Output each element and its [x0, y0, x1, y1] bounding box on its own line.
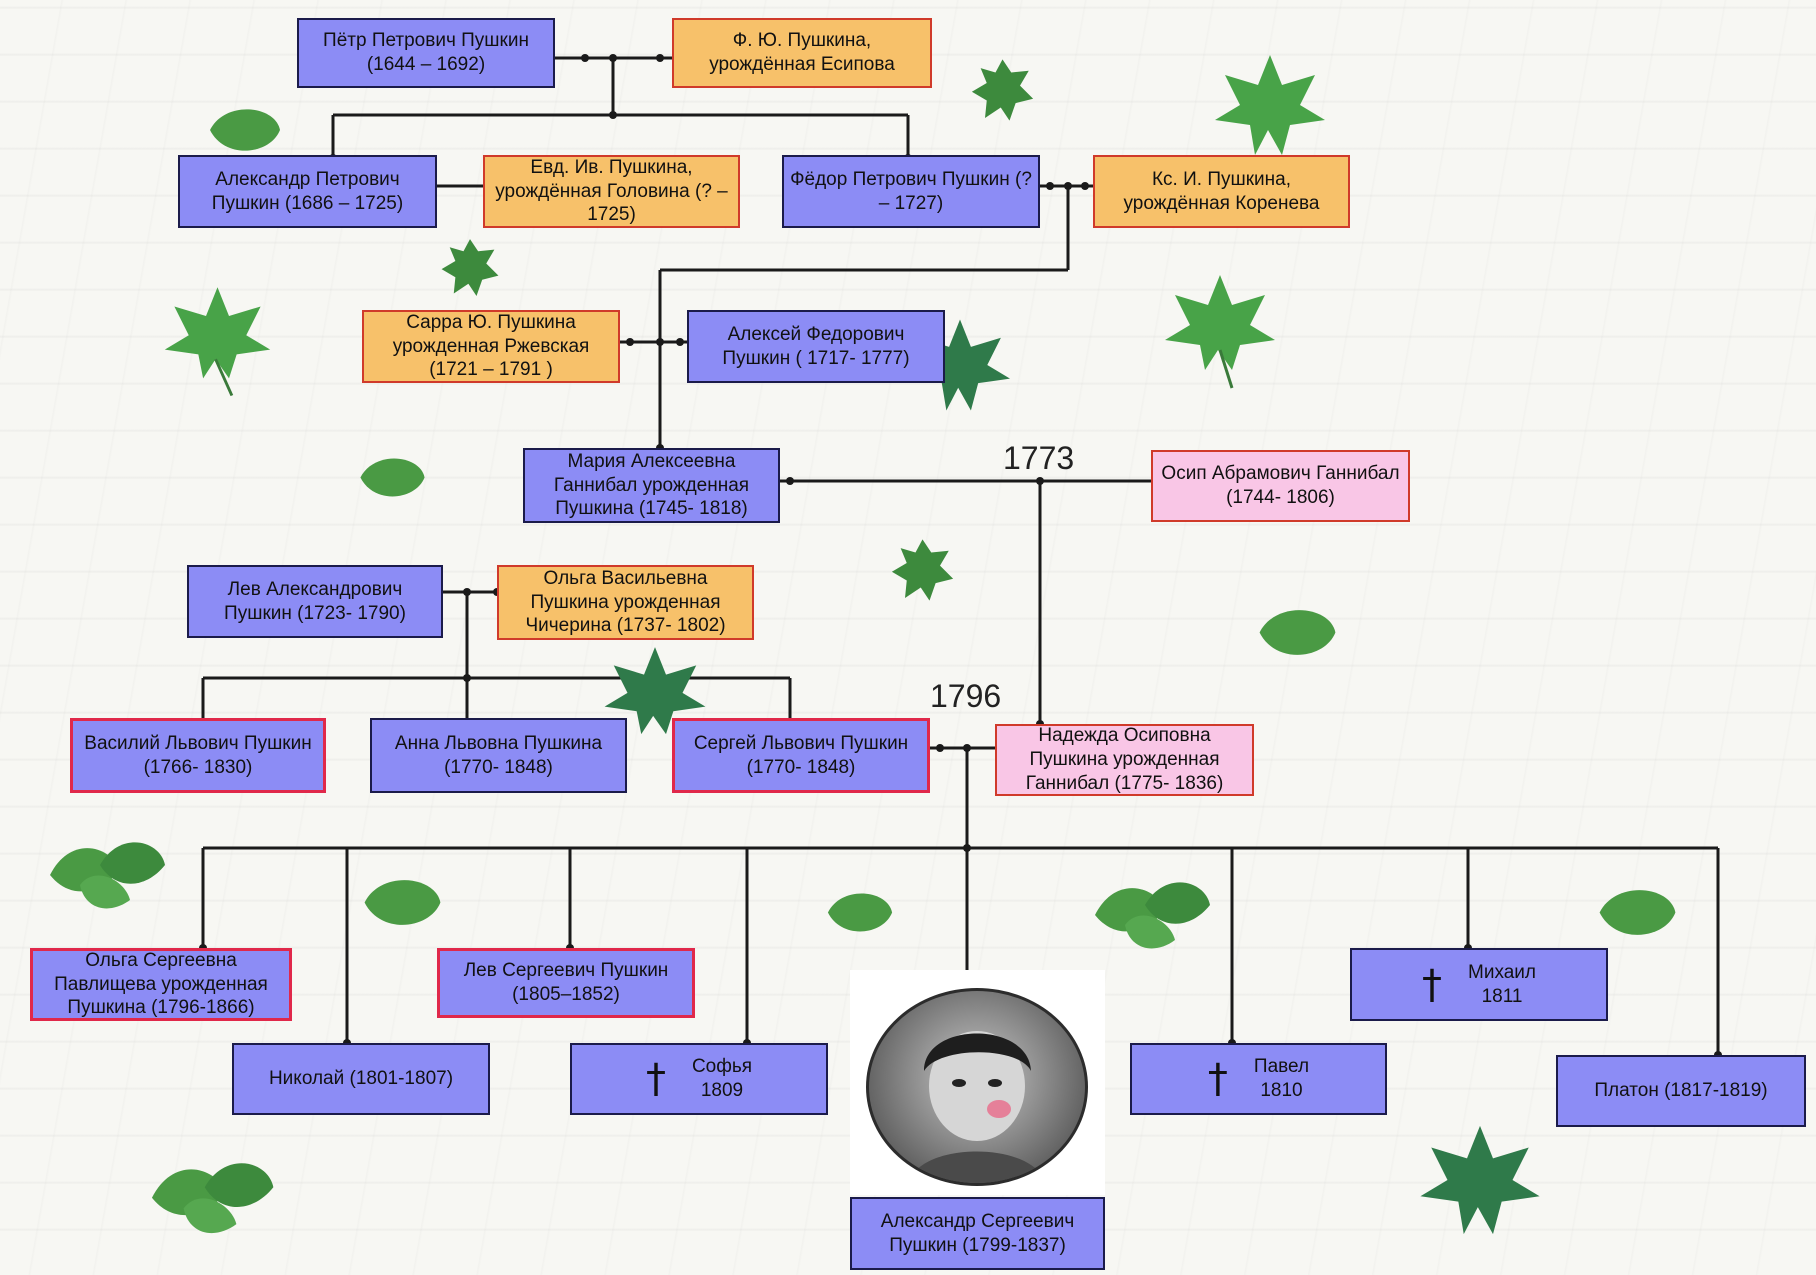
oak-leaf-icon: [971, 59, 1034, 121]
person-evd-iv-pushkina: Евд. Ив. Пушкина, урождённая Головина (?…: [483, 155, 740, 228]
leaf-icon: [210, 109, 280, 151]
portrait-figure-icon: [909, 1031, 1045, 1183]
person-sergei-lvovich: Сергей Львович Пушкин (1770- 1848): [672, 718, 930, 793]
maple-leaf-icon: [604, 647, 706, 735]
person-ks-i-pushkina: Кс. И. Пушкина, урождённая Коренева: [1093, 155, 1350, 228]
leaf-cluster-icon: [151, 1163, 274, 1234]
person-label: Осип Абрамович Ганнибал (1744- 1806): [1161, 463, 1400, 508]
person-label: Кс. И. Пушкина, урождённая Коренева: [1123, 168, 1320, 214]
person-aleksei-fedorovich: Алексей Федорович Пушкин ( 1717- 1777): [687, 310, 945, 383]
person-fedor-petrovich: Фёдор Петрович Пушкин (? – 1727): [782, 155, 1040, 228]
person-year: 1810: [1260, 1080, 1303, 1101]
leaf-icon: [827, 893, 893, 932]
person-name: Софья: [691, 1056, 753, 1078]
person-lev-aleksandrovich: Лев Александрович Пушкин (1723- 1790): [187, 565, 443, 638]
person-aleksandr-petrovich: Александр Петрович Пушкин (1686 – 1725): [178, 155, 437, 228]
person-label: Пётр Петрович Пушкин (1644 – 1692): [323, 30, 529, 75]
cross-icon: †: [1207, 1056, 1228, 1102]
person-label: Ф. Ю. Пушкина, урождённая Есипова: [709, 30, 895, 75]
person-label: Ольга Сергеевна Павлищева урожденная Пуш…: [54, 949, 268, 1019]
cross-icon: †: [1422, 961, 1442, 1008]
person-label: Сергей Львович Пушкин (1770- 1848): [693, 732, 909, 778]
person-nadezhda-osipovna: Надежда Осиповна Пушкина урожденная Ганн…: [995, 724, 1254, 796]
person-lev-sergeevich: Лев Сергеевич Пушкин (1805–1852): [437, 948, 695, 1018]
person-label: Сарра Ю. Пушкина урожденная Ржевская (17…: [392, 311, 590, 381]
marriage-year-1773: 1773: [1003, 440, 1075, 476]
person-label: Ольга Васильевна Пушкина урожденная Чиче…: [525, 567, 726, 637]
person-label: Евд. Ив. Пушкина, урождённая Головина (?…: [495, 156, 728, 226]
person-sarra-yu-pushkina: Сарра Ю. Пушкина урожденная Ржевская (17…: [362, 310, 620, 383]
person-olga-sergeevna: Ольга Сергеевна Павлищева урожденная Пуш…: [30, 948, 292, 1021]
cross-icon: †: [645, 1056, 666, 1102]
portrait-oval: [866, 988, 1088, 1186]
person-olga-vasilievna: Ольга Васильевна Пушкина урожденная Чиче…: [497, 565, 754, 640]
maple-leaf-icon: [1420, 1125, 1540, 1235]
person-year: 1811: [1481, 985, 1523, 1007]
person-label: Алексей Федорович Пушкин ( 1717- 1777): [722, 323, 910, 369]
leaf-icon: [1259, 610, 1336, 655]
maple-leaf-icon: [1165, 275, 1275, 389]
maple-leaf-icon: [910, 319, 1010, 411]
person-label: Платон (1817-1819): [1594, 1080, 1768, 1102]
person-platon: Платон (1817-1819): [1556, 1055, 1806, 1127]
leaf-icon: [1599, 890, 1676, 935]
person-label: Николай (1801-1807): [268, 1068, 454, 1090]
leaf-icon: [360, 458, 425, 497]
person-label: Мария Алексеевна Ганнибал урожденная Пуш…: [553, 450, 750, 520]
portrait-image: [850, 970, 1105, 1195]
person-anna-lvovna: Анна Львовна Пушкина (1770- 1848): [370, 718, 627, 793]
person-name: Павел: [1253, 1056, 1310, 1078]
person-maria-alekseevna: Мария Алексеевна Ганнибал урожденная Пуш…: [523, 448, 780, 523]
person-label: Александр Сергеевич Пушкин (1799-1837): [880, 1210, 1075, 1256]
person-name: Михаил: [1468, 961, 1536, 983]
leaf-cluster-icon: [1095, 882, 1210, 949]
leaf-icon: [364, 880, 441, 925]
person-year: 1809: [700, 1080, 744, 1101]
person-label: Надежда Осиповна Пушкина урожденная Ганн…: [1025, 725, 1224, 794]
marriage-year-1796: 1796: [930, 678, 1002, 714]
person-label: Лев Александрович Пушкин (1723- 1790): [224, 578, 406, 624]
person-label: Анна Львовна Пушкина (1770- 1848): [394, 732, 603, 778]
maple-leaf-icon: [164, 287, 271, 397]
person-osip-abramovich: Осип Абрамович Ганнибал (1744- 1806): [1151, 450, 1410, 522]
oak-leaf-icon: [891, 539, 954, 601]
person-label: Василий Львович Пушкин (1766- 1830): [84, 732, 312, 778]
leaf-cluster-icon: [50, 842, 165, 909]
person-label: Александр Петрович Пушкин (1686 – 1725): [211, 168, 404, 214]
person-f-yu-pushkina: Ф. Ю. Пушкина, урождённая Есипова: [672, 18, 932, 88]
maple-leaf-icon: [1215, 55, 1325, 155]
person-label: Лев Сергеевич Пушкин (1805–1852): [463, 960, 669, 1005]
person-petr-petrovich: Пётр Петрович Пушкин (1644 – 1692): [297, 18, 555, 88]
person-vasily-lvovich: Василий Львович Пушкин (1766- 1830): [70, 718, 326, 793]
person-aleksandr-sergeevich: Александр Сергеевич Пушкин (1799-1837): [850, 1197, 1105, 1270]
person-label: Фёдор Петрович Пушкин (? – 1727): [790, 168, 1032, 214]
person-nikolai: Николай (1801-1807): [232, 1043, 490, 1115]
oak-leaf-icon: [441, 239, 499, 296]
